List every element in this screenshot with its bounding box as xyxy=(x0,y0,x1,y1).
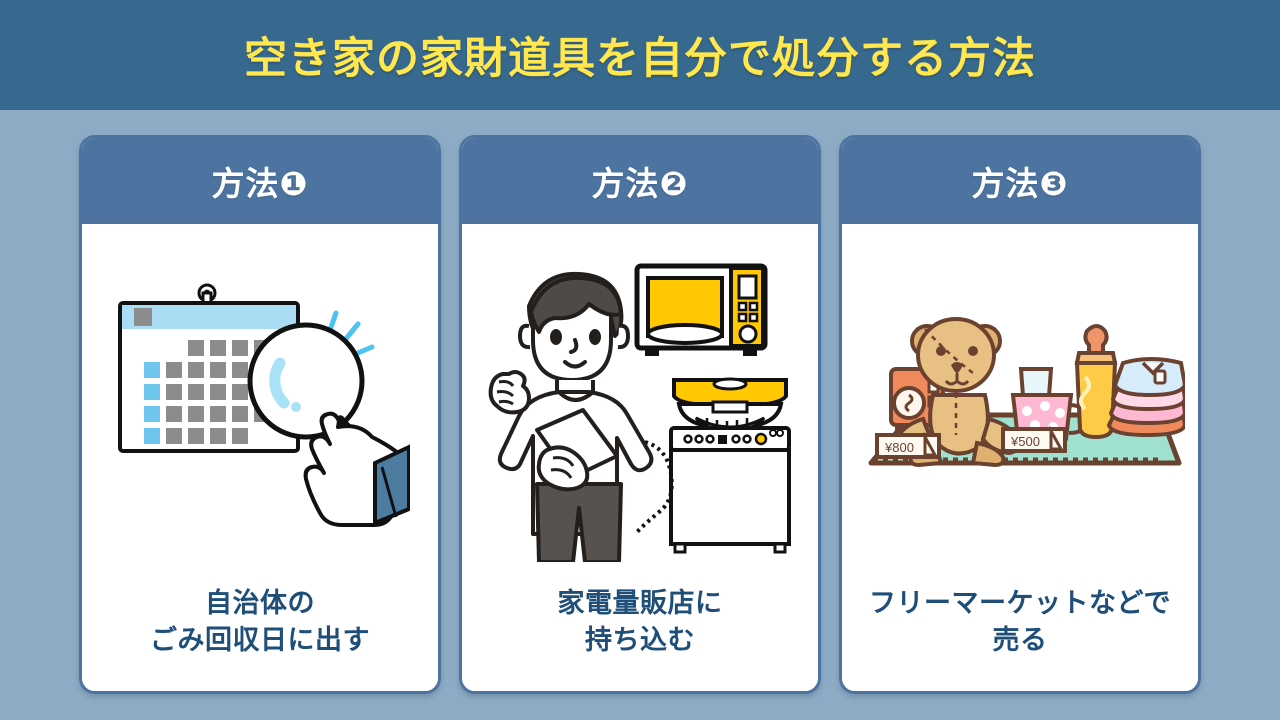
folded-clothes-icon xyxy=(1106,357,1185,438)
method-card-1[interactable]: 方法❶ xyxy=(79,135,441,694)
method-card-2-caption-line-1: 家電量販店に xyxy=(557,587,723,618)
method-card-1-caption-line-2: ごみ回収日に出す xyxy=(150,624,370,655)
flea-market-goods-illustration: ¥800 ¥500 xyxy=(850,230,1190,585)
price-tag-2: ¥500 xyxy=(1001,425,1067,454)
store-staff-icon xyxy=(488,272,654,563)
flea-market-svg: ¥800 ¥500 xyxy=(868,317,1185,468)
method-card-2-body: 家電量販店に 持ち込む xyxy=(462,224,818,691)
page-title: 空き家の家財道具を自分で処分する方法 xyxy=(244,35,1036,83)
method-card-1-caption-line-1: 自治体の xyxy=(205,587,315,618)
washing-machine-icon xyxy=(635,377,791,554)
method-card-3-caption-line-1: フリーマーケットなどで xyxy=(869,587,1171,618)
method-card-3-header: 方法❸ xyxy=(842,138,1198,224)
method-card-3-badge: 方法❸ xyxy=(971,165,1069,202)
method-card-2[interactable]: 方法❷ xyxy=(459,135,821,694)
method-card-3-caption-line-2: 売る xyxy=(992,624,1048,655)
method-card-1-header: 方法❶ xyxy=(82,138,438,224)
method-card-1-body: 自治体の ごみ回収日に出す xyxy=(82,224,438,691)
method-card-2-badge: 方法❷ xyxy=(591,165,689,202)
method-card-3-body: ¥800 ¥500 フリーマーケットなどで 売る xyxy=(842,224,1198,691)
method-card-1-caption: 自治体の ごみ回収日に出す xyxy=(150,585,370,678)
method-card-2-caption: 家電量販店に 持ち込む xyxy=(558,585,723,678)
microwave-icon xyxy=(634,263,768,357)
method-card-3[interactable]: 方法❸ xyxy=(839,135,1201,694)
calendar-magnifier-illustration xyxy=(90,230,430,585)
appliance-staff-svg xyxy=(488,263,791,563)
price-tag-1-label: ¥800 xyxy=(884,440,914,455)
method-card-2-caption-line-2: 持ち込む xyxy=(585,624,695,655)
method-card-3-caption: フリーマーケットなどで 売る xyxy=(869,585,1171,678)
method-card-list: 方法❶ xyxy=(0,110,1280,720)
price-tag-1: ¥800 xyxy=(875,431,941,460)
method-card-2-header: 方法❷ xyxy=(462,138,818,224)
method-card-1-badge: 方法❶ xyxy=(211,165,309,202)
calendar-magnifier-svg xyxy=(118,283,410,528)
baby-bottle-icon xyxy=(1074,324,1118,440)
page-header: 空き家の家財道具を自分で処分する方法 xyxy=(0,0,1280,110)
price-tag-2-label: ¥500 xyxy=(1010,434,1040,449)
appliance-store-staff-illustration xyxy=(470,230,810,585)
